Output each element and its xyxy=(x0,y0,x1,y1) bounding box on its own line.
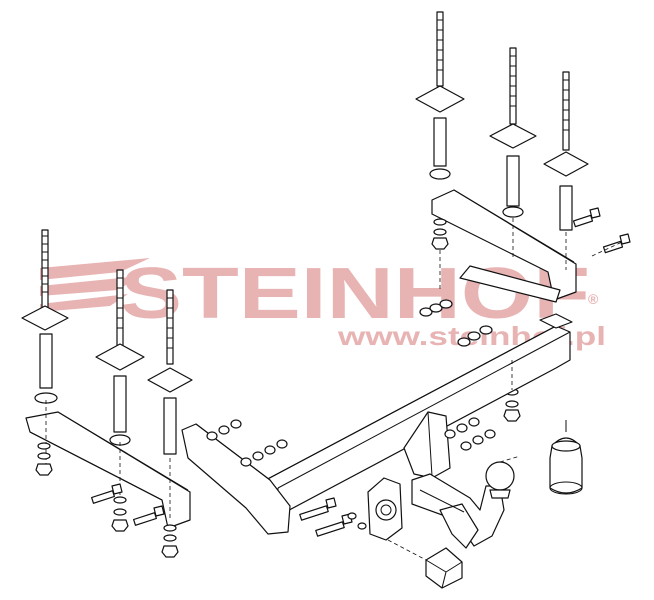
registered-mark: ® xyxy=(588,291,599,307)
spacer-tube xyxy=(163,397,177,455)
short-bolt xyxy=(602,233,631,254)
short-bolt xyxy=(133,505,165,526)
right-mounting-bolts xyxy=(415,11,589,231)
square-plate xyxy=(147,367,193,393)
right-bracket xyxy=(431,189,577,303)
bolt-right-2 xyxy=(489,47,537,218)
spacer-tube xyxy=(433,117,447,167)
square-plate xyxy=(95,343,145,371)
steinhof-watermark: STEINHOF ® www.steinhof.pl xyxy=(40,254,606,351)
steinhof-logo-swoosh xyxy=(40,258,150,312)
square-plate xyxy=(415,85,465,113)
lower-bolts xyxy=(299,497,367,537)
bolt-left-2 xyxy=(95,269,145,446)
spacer-tube xyxy=(113,375,127,433)
electrical-socket xyxy=(387,539,463,589)
bolt-right-3 xyxy=(543,71,589,231)
main-crossbar xyxy=(181,313,573,535)
crossbar-left-nuts xyxy=(206,419,288,467)
bolt-left-3 xyxy=(147,289,193,455)
short-bolt xyxy=(91,483,123,504)
round-washer xyxy=(429,168,451,180)
spacer-tube xyxy=(39,333,53,389)
short-bolt xyxy=(572,207,601,228)
left-mounting-bolts xyxy=(21,229,193,455)
spacer-tube xyxy=(559,185,573,231)
bolt-left-1 xyxy=(21,229,69,404)
left-nuts-washers xyxy=(35,442,179,558)
spacer-tube xyxy=(506,155,520,207)
ball-cover-cap xyxy=(549,420,583,495)
assembly-guide-lines xyxy=(169,218,567,520)
bolt-right-1 xyxy=(415,11,465,180)
tow-ball xyxy=(485,455,521,499)
socket-plate xyxy=(367,477,403,541)
square-plate xyxy=(489,123,537,149)
square-plate xyxy=(21,305,69,331)
center-nuts xyxy=(444,417,496,451)
brand-wordmark: STEINHOF xyxy=(120,254,590,334)
square-plate xyxy=(543,151,589,177)
round-washer xyxy=(502,206,524,218)
